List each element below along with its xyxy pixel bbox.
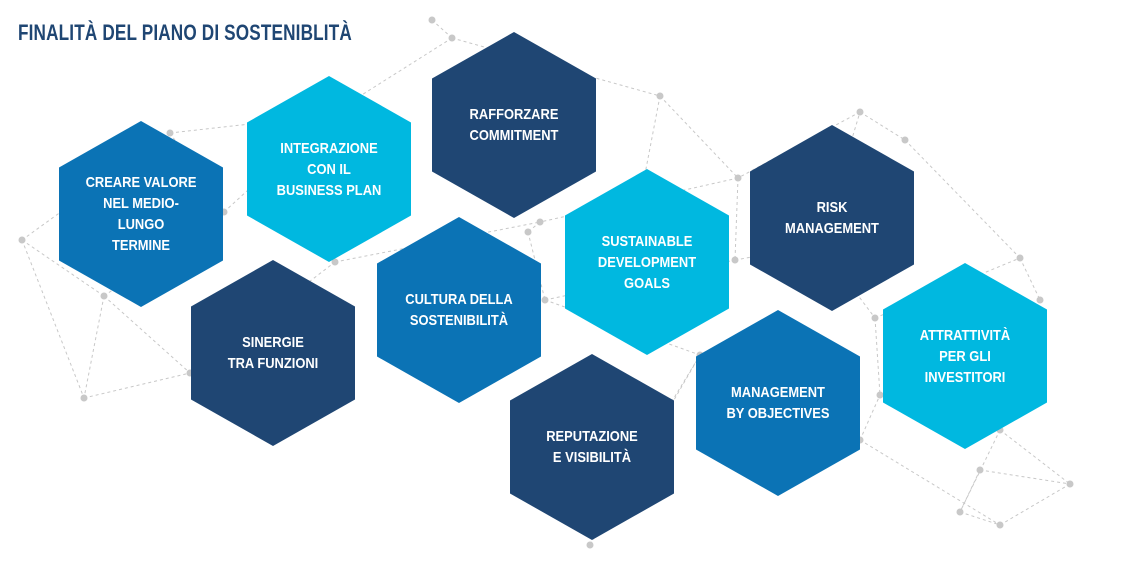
goal-label: MANAGEMENT BY OBJECTIVES bbox=[726, 384, 830, 422]
network-line bbox=[859, 111, 906, 141]
goal-label: RAFFORZARE COMMITMENT bbox=[469, 106, 559, 144]
network-node bbox=[996, 521, 1004, 529]
goal-label: INTEGRAZIONE CON IL BUSINESS PLAN bbox=[276, 139, 382, 199]
goal-hexagon: INTEGRAZIONE CON IL BUSINESS PLAN bbox=[247, 76, 411, 262]
network-line bbox=[659, 95, 739, 179]
network-node bbox=[1016, 254, 1024, 262]
goal-label: CULTURA DELLA SOSTENIBILITÀ bbox=[405, 291, 513, 329]
goal-label: CREARE VALORE NEL MEDIO-LUNGO TERMINE bbox=[85, 174, 197, 254]
network-node bbox=[331, 258, 339, 266]
network-line bbox=[999, 429, 1071, 485]
goal-label: SINERGIE TRA FUNZIONI bbox=[227, 334, 319, 372]
network-node bbox=[524, 228, 532, 236]
goal-label: SUSTAINABLE DEVELOPMENT GOALS bbox=[597, 232, 697, 292]
network-node bbox=[18, 236, 26, 244]
network-node bbox=[901, 136, 909, 144]
network-node bbox=[876, 391, 884, 399]
network-node bbox=[166, 129, 174, 137]
network-node bbox=[856, 108, 864, 116]
network-line bbox=[103, 295, 191, 374]
network-node bbox=[428, 16, 436, 24]
network-line bbox=[959, 511, 1001, 526]
network-line bbox=[874, 317, 881, 396]
network-line bbox=[999, 483, 1071, 526]
network-node bbox=[871, 314, 879, 322]
network-line bbox=[819, 111, 861, 246]
goal-label: ATTRATTIVITÀ PER GLI INVESTITORI bbox=[919, 326, 1011, 386]
network-line bbox=[904, 139, 1021, 259]
network-line bbox=[734, 177, 739, 261]
goal-label: REPUTAZIONE E VISIBILITÀ bbox=[546, 428, 638, 466]
network-line bbox=[979, 469, 1071, 485]
network-node bbox=[734, 174, 742, 182]
network-node bbox=[448, 34, 456, 42]
network-line bbox=[859, 394, 881, 441]
network-node bbox=[1036, 296, 1044, 304]
network-node bbox=[80, 394, 88, 402]
network-node bbox=[731, 256, 739, 264]
network-node bbox=[541, 296, 549, 304]
network-line bbox=[639, 177, 739, 201]
network-line bbox=[539, 199, 641, 223]
network-node bbox=[656, 92, 664, 100]
network-node bbox=[976, 466, 984, 474]
network-node bbox=[956, 508, 964, 516]
network-line bbox=[83, 372, 191, 399]
network-node bbox=[536, 218, 544, 226]
network-line bbox=[1019, 257, 1041, 301]
network-node bbox=[586, 541, 594, 549]
network-line bbox=[83, 295, 105, 399]
network-line bbox=[431, 19, 453, 39]
network-line bbox=[21, 239, 85, 399]
network-line bbox=[959, 469, 981, 513]
network-line bbox=[21, 239, 105, 297]
network-node bbox=[100, 292, 108, 300]
goal-label: RISK MANAGEMENT bbox=[785, 199, 879, 237]
network-node bbox=[1066, 480, 1074, 488]
page-title: FINALITÀ DEL PIANO DI SOSTENIBLITÀ bbox=[18, 20, 352, 45]
network-line bbox=[859, 439, 1001, 526]
